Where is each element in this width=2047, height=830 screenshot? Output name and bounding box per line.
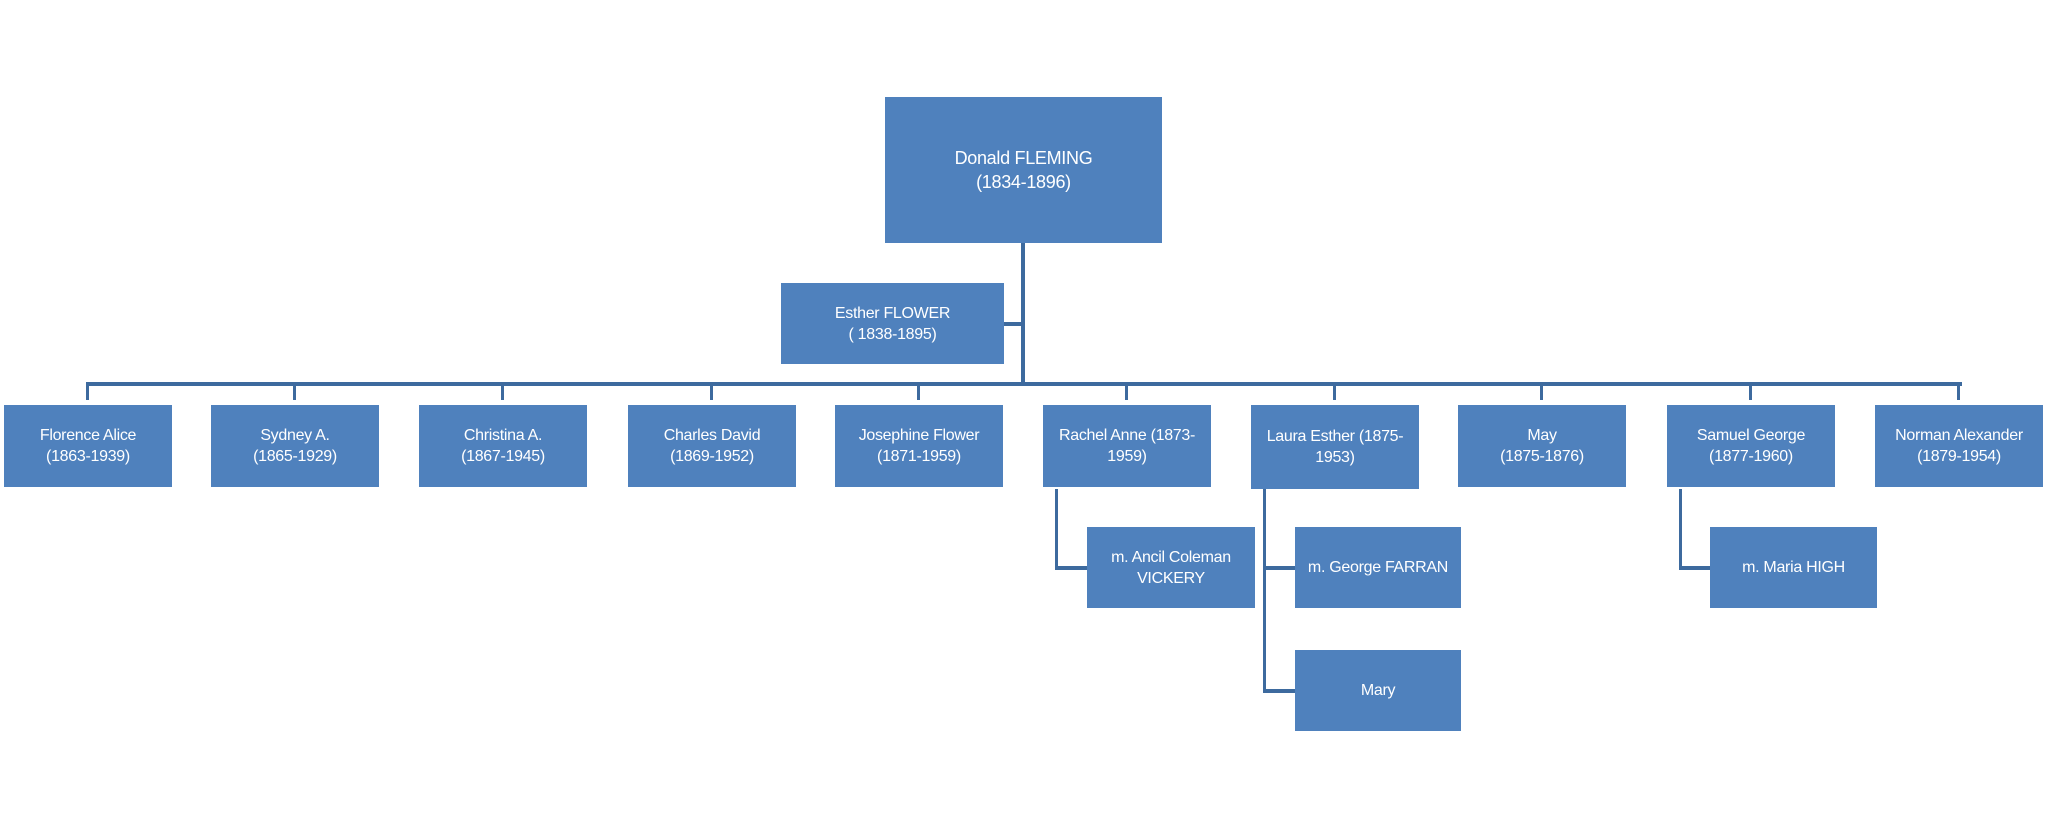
laura-spouse-box[interactable]: m. George FARRAN [1295, 527, 1461, 608]
samuel-spouse-box[interactable]: m. Maria HIGH [1710, 527, 1877, 608]
child-box[interactable]: Christina A. (1867-1945) [419, 405, 587, 487]
root-dates: (1834-1896) [976, 172, 1071, 192]
child-box[interactable]: Norman Alexander (1879-1954) [1875, 405, 2043, 487]
root-person-box[interactable]: Donald FLEMING (1834-1896) [885, 97, 1162, 243]
child-drop-line [1333, 384, 1336, 400]
child-drop-line [1957, 384, 1960, 400]
laura-connector-h2 [1263, 689, 1295, 693]
child-drop-line [917, 384, 920, 400]
laura-connector-v [1263, 489, 1266, 693]
rachel-connector-h [1055, 566, 1087, 570]
trunk-line [1021, 243, 1025, 386]
child-box[interactable]: Sydney A. (1865-1929) [211, 405, 379, 487]
child-box[interactable]: Samuel George (1877-1960) [1667, 405, 1835, 487]
child-box[interactable]: Florence Alice (1863-1939) [4, 405, 172, 487]
child-drop-line [710, 384, 713, 400]
child-box[interactable]: May (1875-1876) [1458, 405, 1626, 487]
children-bar [86, 382, 1962, 386]
child-drop-line [501, 384, 504, 400]
rachel-connector-v [1055, 489, 1058, 570]
spouse-connector [1004, 322, 1023, 326]
root-name: Donald FLEMING [954, 148, 1093, 168]
child-box[interactable]: Laura Esther (1875- 1953) [1251, 405, 1419, 489]
child-box[interactable]: Charles David (1869-1952) [628, 405, 796, 487]
child-drop-line [1125, 384, 1128, 400]
samuel-connector-v [1679, 489, 1682, 570]
laura-connector-h1 [1263, 566, 1295, 570]
spouse-name: Esther FLOWER [834, 304, 951, 322]
rachel-spouse-box[interactable]: m. Ancil Coleman VICKERY [1087, 527, 1255, 608]
samuel-connector-h [1679, 566, 1710, 570]
child-drop-line [293, 384, 296, 400]
child-drop-line [86, 384, 89, 400]
child-box[interactable]: Rachel Anne (1873- 1959) [1043, 405, 1211, 487]
child-drop-line [1540, 384, 1543, 400]
child-drop-line [1749, 384, 1752, 400]
laura-child-box[interactable]: Mary [1295, 650, 1461, 731]
spouse-dates: ( 1838-1895) [848, 325, 937, 343]
spouse-box[interactable]: Esther FLOWER ( 1838-1895) [781, 283, 1004, 364]
child-box[interactable]: Josephine Flower (1871-1959) [835, 405, 1003, 487]
